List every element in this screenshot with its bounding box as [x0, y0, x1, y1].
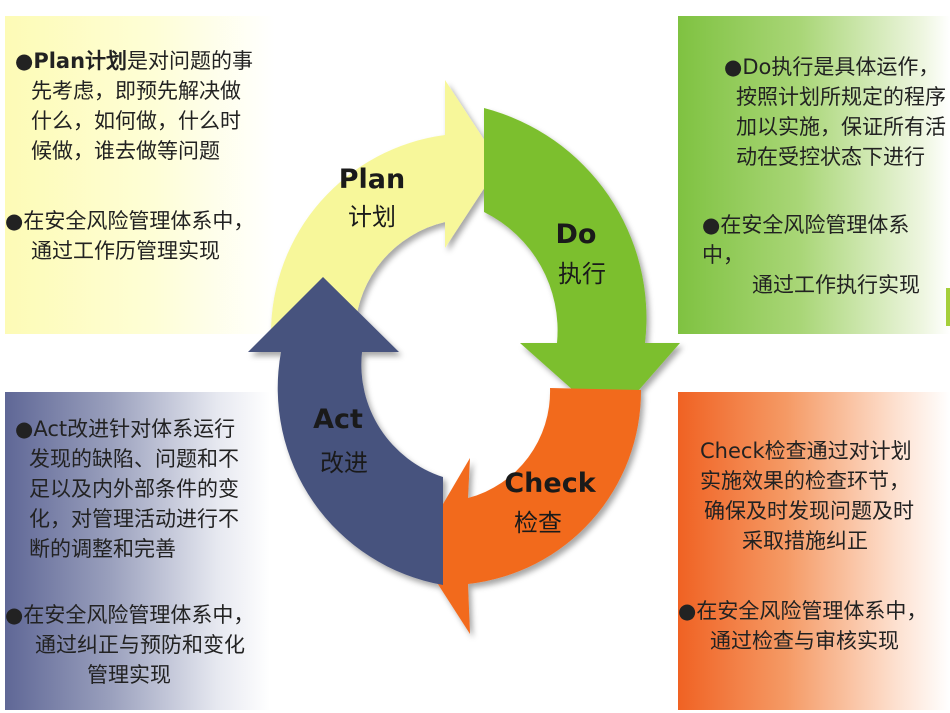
check-bullet1-line3: 确保及时发现问题及时 — [704, 499, 914, 523]
do-bullet1-line4: 动在受控状态下进行 — [736, 145, 925, 169]
do-bullet1-line1: ●Do执行是具体运作， — [724, 55, 940, 79]
do-panel: ●Do执行是具体运作， 按照计划所规定的程序 加以实施，保证所有活 动在受控状态… — [678, 16, 950, 334]
check-bullet2-line1: ●在安全风险管理体系中， — [678, 599, 928, 623]
act-bullet2: ●在安全风险管理体系中， 通过纠正与预防和变化 管理实现 — [5, 600, 254, 690]
plan-title-en: Plan — [339, 164, 406, 195]
plan-arrow — [271, 80, 500, 333]
check-bullet2-line2: 通过检查与审核实现 — [710, 629, 899, 653]
do-bullet1: ●Do执行是具体运作， 按照计划所规定的程序 加以实施，保证所有活 动在受控状态… — [724, 52, 946, 172]
act-bullet2-line3: 管理实现 — [87, 663, 171, 687]
plan-bullet1-line2: 先考虑，即预先解决做 — [31, 79, 241, 103]
check-bullet2: ●在安全风险管理体系中， 通过检查与审核实现 — [678, 596, 927, 656]
check-bullet1-line4: 采取措施纠正 — [742, 529, 868, 553]
act-bullet1-line1: ●Act改进针对体系运行 — [15, 417, 236, 441]
act-panel: ●Act改进针对体系运行 发现的缺陷、问题和不 足以及内外部条件的变 化，对管理… — [5, 392, 270, 710]
plan-panel: ●Plan计划是对问题的事 先考虑，即预先解决做 什么，如何做，什么时 候做，谁… — [5, 16, 275, 334]
do-title-en: Do — [556, 219, 597, 250]
act-bullet1-line3: 足以及内外部条件的变 — [29, 477, 239, 501]
plan-bullet1-bold: ●Plan计划 — [15, 49, 128, 73]
plan-bullet2-line2: 通过工作历管理实现 — [31, 239, 220, 263]
corner-accent — [946, 288, 950, 326]
check-title-zh: 检查 — [514, 509, 562, 537]
check-bullet1: Check检查通过对计划 实施效果的检查环节， 确保及时发现问题及时 采取措施纠… — [700, 436, 914, 556]
check-bullet1-line2: 实施效果的检查环节， — [700, 469, 910, 493]
plan-bullet1-rest: 是对问题的事 — [127, 49, 254, 73]
do-bullet1-line3: 加以实施，保证所有活 — [736, 115, 946, 139]
check-panel: Check检查通过对计划 实施效果的检查环节， 确保及时发现问题及时 采取措施纠… — [678, 392, 950, 710]
check-bullet1-line1: Check检查通过对计划 — [700, 439, 912, 463]
do-bullet2: ●在安全风险管理体系中， 通过工作执行实现 — [702, 210, 950, 300]
act-bullet1-line4: 化，对管理活动进行不 — [29, 507, 239, 531]
act-arrow — [248, 277, 443, 585]
do-bullet2-line1: ●在安全风险管理体系中， — [702, 213, 910, 267]
plan-bullet1-line3: 什么，如何做，什么时 — [31, 109, 241, 133]
act-bullet2-line2: 通过纠正与预防和变化 — [35, 633, 245, 657]
act-bullet1: ●Act改进针对体系运行 发现的缺陷、问题和不 足以及内外部条件的变 化，对管理… — [15, 414, 239, 564]
do-title-zh: 执行 — [558, 260, 606, 288]
plan-bullet2-line1: ●在安全风险管理体系中， — [5, 209, 255, 233]
do-arrow — [484, 108, 680, 423]
plan-bullet1: ●Plan计划是对问题的事 先考虑，即预先解决做 什么，如何做，什么时 候做，谁… — [15, 46, 253, 166]
do-bullet2-line2: 通过工作执行实现 — [752, 273, 920, 297]
act-bullet2-line1: ●在安全风险管理体系中， — [5, 603, 255, 627]
plan-bullet2: ●在安全风险管理体系中， 通过工作历管理实现 — [5, 206, 254, 266]
act-title-zh: 改进 — [320, 449, 368, 477]
check-title-en: Check — [504, 468, 596, 499]
act-bullet1-line5: 断的调整和完善 — [29, 537, 176, 561]
check-arrow — [416, 388, 642, 634]
act-title-en: Act — [313, 404, 363, 435]
plan-bullet1-line4: 候做，谁去做等问题 — [31, 139, 220, 163]
act-bullet1-line2: 发现的缺陷、问题和不 — [29, 447, 239, 471]
do-bullet1-line2: 按照计划所规定的程序 — [736, 85, 946, 109]
plan-title-zh: 计划 — [348, 203, 396, 231]
